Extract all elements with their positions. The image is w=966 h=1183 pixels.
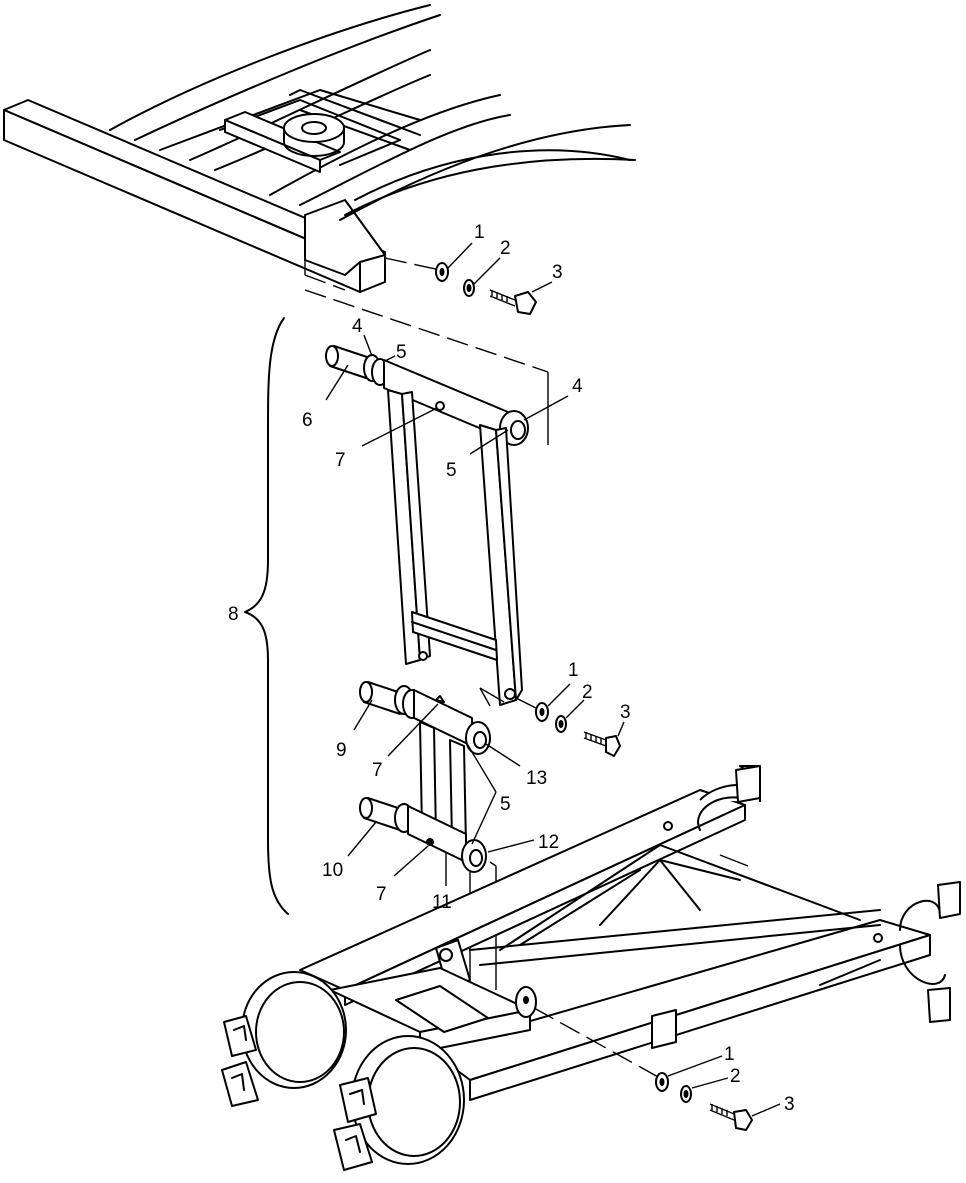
callout-7: 7 [376, 884, 387, 905]
suspension-frame [221, 765, 961, 1171]
callout-7: 7 [335, 450, 346, 471]
upper-arm-assembly [304, 289, 569, 711]
callout-9: 9 [336, 740, 347, 761]
lower-arm-assembly [347, 681, 535, 990]
callout-8: 8 [228, 604, 239, 625]
callout-5: 5 [396, 342, 407, 363]
callout-3: 3 [620, 702, 631, 723]
callout-3: 3 [552, 262, 563, 283]
callout-1: 1 [568, 660, 579, 681]
hardware-set-top [435, 242, 553, 315]
hardware-set-middle [535, 683, 625, 757]
callout-12: 12 [538, 832, 559, 853]
callout-11: 11 [432, 892, 452, 913]
callout-5: 5 [500, 794, 511, 815]
callout-2: 2 [730, 1066, 741, 1087]
callout-6: 6 [302, 410, 313, 431]
callout-2: 2 [582, 682, 593, 703]
callout-4: 4 [352, 316, 363, 337]
callout-4: 4 [572, 376, 583, 397]
callout-1: 1 [474, 222, 485, 243]
callout-1: 1 [724, 1044, 735, 1065]
hardware-set-bottom [655, 1055, 781, 1131]
callout-13: 13 [526, 768, 547, 789]
callout-7: 7 [372, 760, 383, 781]
callout-5: 5 [446, 460, 457, 481]
callout-labels: 1 2 3 4 5 4 6 7 5 8 1 2 3 9 7 13 5 12 10… [228, 222, 795, 1115]
chassis-frame [3, 4, 636, 293]
bracket-brace-8 [244, 317, 289, 915]
callout-3: 3 [784, 1094, 795, 1115]
callout-10: 10 [322, 860, 343, 881]
callout-2: 2 [500, 238, 511, 259]
